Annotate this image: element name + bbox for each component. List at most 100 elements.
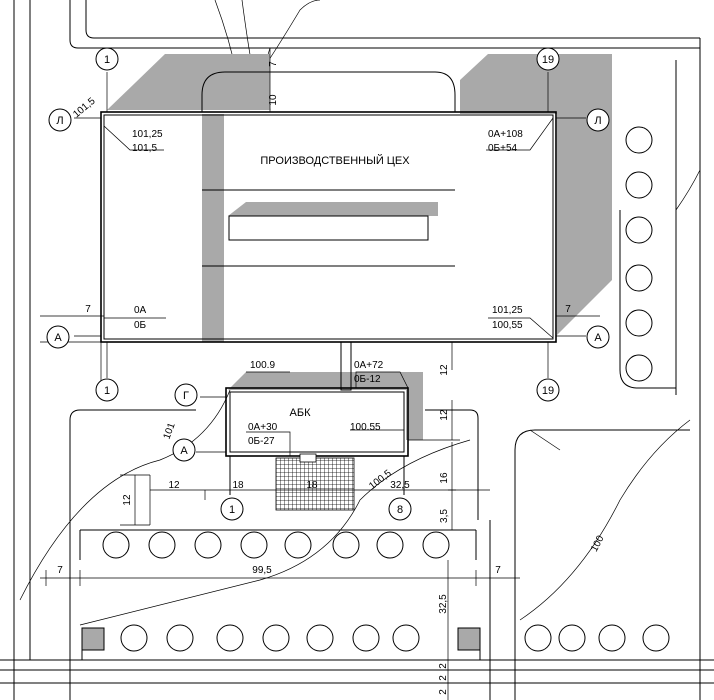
dim-12-a: 12 (439, 364, 450, 376)
axis-label-1-abk: 1 (229, 504, 235, 516)
tree-icon (625, 171, 653, 199)
axis-marker-a-left (46, 325, 70, 349)
tree-icon (216, 624, 244, 652)
tree-icon (625, 354, 653, 382)
building-shading (107, 54, 612, 440)
dim-2-b: 2 (438, 675, 449, 681)
tree-row-parking-upper (102, 531, 450, 559)
elev-abk-right: 100.55 (350, 422, 381, 433)
post-right (457, 627, 481, 651)
dim-101-5: 101,5 (71, 96, 98, 121)
dim-18-a: 18 (232, 480, 244, 491)
elev-abk-link-top: 0А+72 (354, 360, 384, 371)
axis-marker-l-left (48, 108, 72, 132)
dim-101: 101 (162, 421, 178, 441)
elev-se-top: 101,25 (492, 305, 523, 316)
axis-marker-g (174, 383, 198, 407)
tree-icon (102, 531, 130, 559)
entrance-step (299, 453, 317, 463)
axis-marker-19-top (536, 47, 560, 71)
post-left (81, 627, 105, 651)
dim-32-5-right: 32,5 (390, 480, 410, 491)
elev-nw-top: 101,25 (132, 129, 163, 140)
dim-2-c: 2 (438, 689, 449, 695)
elev-sw-bottom: 0Б (134, 320, 147, 331)
contour-label-100: 100 (589, 533, 607, 553)
tree-icon (625, 264, 653, 292)
tree-icon (625, 216, 653, 244)
axis-marker-a-abk (172, 438, 196, 462)
dim-2-a: 2 (438, 663, 449, 669)
axis-marker-a-right (586, 325, 610, 349)
axis-label-a-abk: А (180, 445, 188, 457)
tree-icon (422, 531, 450, 559)
tree-icon (524, 624, 552, 652)
dim-7-right: 7 (565, 304, 571, 315)
axis-label-19-top: 19 (542, 54, 554, 66)
dim-7-left: 7 (85, 304, 91, 315)
elev-nw-bottom: 101,5 (132, 143, 157, 154)
tree-icon (352, 624, 380, 652)
tree-icon (120, 624, 148, 652)
axis-marker-l-right (586, 108, 610, 132)
axis-label-a-right: А (594, 332, 602, 344)
tree-icon (332, 531, 360, 559)
elev-abk-inner-top: 0А+30 (248, 422, 278, 433)
axis-label-19-bottom: 19 (542, 385, 554, 397)
axis-markers: 1 19 Л Л А А 1 19 Г А 1 8 (46, 47, 610, 521)
dim-12-vertical: 12 (122, 494, 133, 506)
elevation-marks: 101,25 101,5 0А+108 0Б+54 0А 0Б 101,25 1… (132, 129, 523, 447)
tree-icon (240, 531, 268, 559)
axis-marker-1-bottom (95, 378, 119, 402)
axis-label-a-left: А (54, 332, 62, 344)
elev-abk-top-left: 100.9 (250, 360, 275, 371)
dimension-values: 7 10 101,5 7 7 12 12 16 3,5 32,5 12 12 1… (57, 61, 607, 695)
dim-16: 16 (439, 472, 450, 484)
axis-label-1-bottom: 1 (104, 385, 110, 397)
tree-row-east (625, 126, 653, 382)
elev-ne-top: 0А+108 (488, 129, 523, 140)
axis-label-8-abk: 8 (397, 504, 403, 516)
axis-label-1-top: 1 (104, 54, 110, 66)
dim-7-bottom-right: 7 (495, 565, 501, 576)
dim-99-5: 99,5 (252, 565, 272, 576)
dim-32-5-vertical: 32,5 (438, 594, 449, 614)
axis-label-l-left: Л (56, 115, 63, 127)
tree-icon (306, 624, 334, 652)
elev-ne-bottom: 0Б+54 (488, 143, 518, 154)
tree-icon (558, 624, 586, 652)
tree-icon (262, 624, 290, 652)
dim-3-5: 3,5 (439, 509, 450, 523)
tree-icon (376, 531, 404, 559)
tree-icon (148, 531, 176, 559)
tree-icon (598, 624, 626, 652)
tree-row-parking-lower (120, 624, 670, 652)
workshop-building (100, 71, 557, 391)
elev-abk-link-bottom: 0Б-12 (354, 374, 381, 385)
abk-label: АБК (290, 407, 312, 419)
tree-icon (642, 624, 670, 652)
tree-icon (625, 126, 653, 154)
abk-building (225, 387, 409, 495)
tree-icon (392, 624, 420, 652)
workshop-label: ПРОИЗВОДСТВЕННЫЙ ЦЕХ (260, 154, 410, 167)
dim-12-b: 12 (439, 409, 450, 421)
dim-10: 10 (268, 94, 279, 106)
tree-icon (625, 309, 653, 337)
dim-7-top: 7 (268, 61, 279, 67)
elev-abk-inner-bottom: 0Б-27 (248, 436, 275, 447)
entrance-pad (275, 457, 355, 511)
tree-icon (166, 624, 194, 652)
axis-marker-8-abk (388, 497, 412, 521)
dim-12-left: 12 (168, 480, 180, 491)
axis-label-g: Г (183, 390, 189, 402)
elev-sw-top: 0А (134, 305, 147, 316)
elev-se-bottom: 100,55 (492, 320, 523, 331)
dim-7-bottom-left: 7 (57, 565, 63, 576)
axis-marker-1-top (95, 47, 119, 71)
dimension-lines (40, 47, 600, 700)
axis-marker-19-bottom (536, 378, 560, 402)
axis-marker-1-abk (220, 497, 244, 521)
